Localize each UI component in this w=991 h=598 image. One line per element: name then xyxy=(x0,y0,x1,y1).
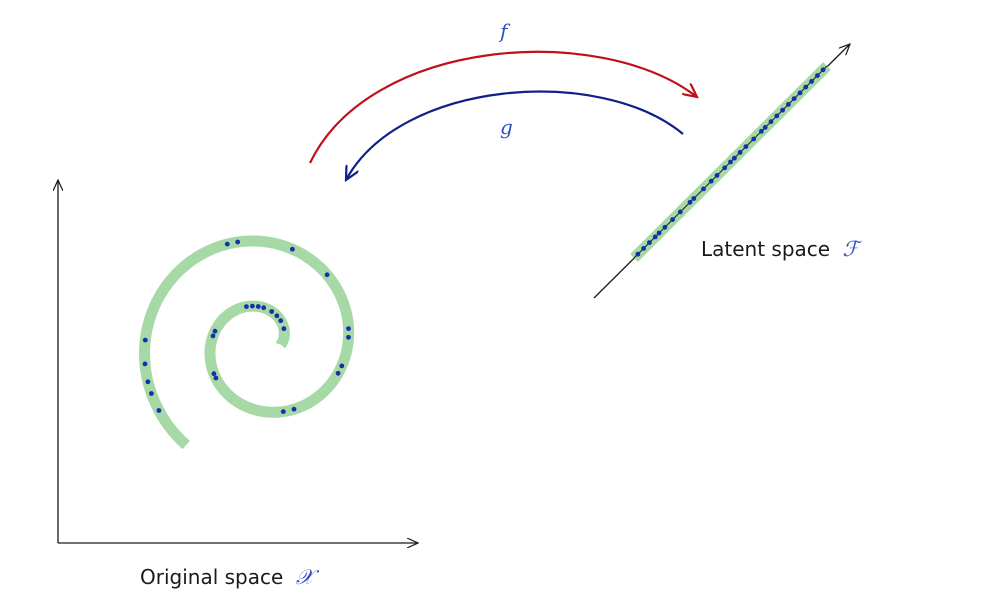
latent-space-text: Latent space xyxy=(701,237,830,261)
latent-space xyxy=(593,44,850,299)
spiral-point xyxy=(255,304,261,309)
spiral-point xyxy=(280,409,286,414)
latent-point xyxy=(635,251,641,257)
latent-point xyxy=(677,209,683,215)
latent-space-label: Latent space ℱ xyxy=(701,237,862,261)
spiral-point xyxy=(274,313,280,319)
spiral-point xyxy=(335,370,341,376)
spiral-point xyxy=(235,239,241,245)
spiral-point xyxy=(156,408,162,413)
spiral-point xyxy=(210,333,216,339)
original-space-axes xyxy=(58,180,418,543)
latent-point xyxy=(708,178,714,184)
latent-point xyxy=(762,125,768,130)
latent-point xyxy=(687,199,693,205)
spiral-point xyxy=(142,337,148,343)
latent-point xyxy=(641,246,646,251)
latent-point xyxy=(780,107,785,113)
spiral-point xyxy=(213,375,219,381)
latent-point xyxy=(647,240,652,246)
spiral-manifold xyxy=(139,235,355,450)
mapping-g-arrow xyxy=(346,90,684,180)
spiral-point xyxy=(244,304,249,309)
latent-point xyxy=(768,119,774,125)
spiral-point xyxy=(278,318,284,324)
spiral-point xyxy=(291,406,297,412)
latent-point xyxy=(728,159,733,165)
spiral-point xyxy=(145,379,151,385)
latent-point xyxy=(662,224,668,230)
latent-point xyxy=(714,173,720,178)
mapping-f-arrow xyxy=(309,50,697,164)
spiral-point xyxy=(149,391,154,396)
latent-point xyxy=(797,90,803,96)
latent-point xyxy=(803,84,809,90)
spiral-point xyxy=(211,371,217,377)
latent-point xyxy=(722,165,728,171)
mapping-f-label: f xyxy=(498,19,511,43)
spiral-point xyxy=(250,303,255,309)
spiral-point xyxy=(290,246,295,252)
spiral-point xyxy=(339,363,345,369)
spiral-point xyxy=(346,334,351,340)
spiral-point xyxy=(142,361,148,367)
latent-point xyxy=(791,96,797,101)
latent-point xyxy=(774,113,780,119)
original-space-label: Original space 𝒳 xyxy=(140,565,320,589)
latent-point xyxy=(815,73,820,78)
latent-point xyxy=(701,186,706,192)
spiral-point xyxy=(224,241,230,247)
latent-point xyxy=(691,196,697,201)
latent-point xyxy=(809,79,814,84)
latent-point xyxy=(786,102,791,107)
latent-point xyxy=(670,217,675,223)
spiral-point xyxy=(281,326,287,332)
original-space-symbol: 𝒳 xyxy=(296,565,320,589)
spiral-data-points xyxy=(142,239,351,414)
spiral-point xyxy=(324,272,330,278)
latent-point xyxy=(737,150,743,155)
latent-space-symbol: ℱ xyxy=(842,237,862,261)
latent-data-points xyxy=(635,67,826,257)
latent-point xyxy=(751,136,757,142)
spiral-point xyxy=(212,328,218,334)
latent-point xyxy=(743,144,749,150)
mapping-g-label: g xyxy=(500,115,513,139)
spiral-point xyxy=(346,326,351,331)
original-space-text: Original space xyxy=(140,565,283,589)
spiral-point xyxy=(269,309,275,314)
latent-point xyxy=(820,67,826,73)
spiral-point xyxy=(261,305,267,311)
latent-point xyxy=(759,128,764,134)
latent-point xyxy=(652,234,658,240)
latent-point xyxy=(656,230,662,236)
latent-point xyxy=(732,155,737,161)
